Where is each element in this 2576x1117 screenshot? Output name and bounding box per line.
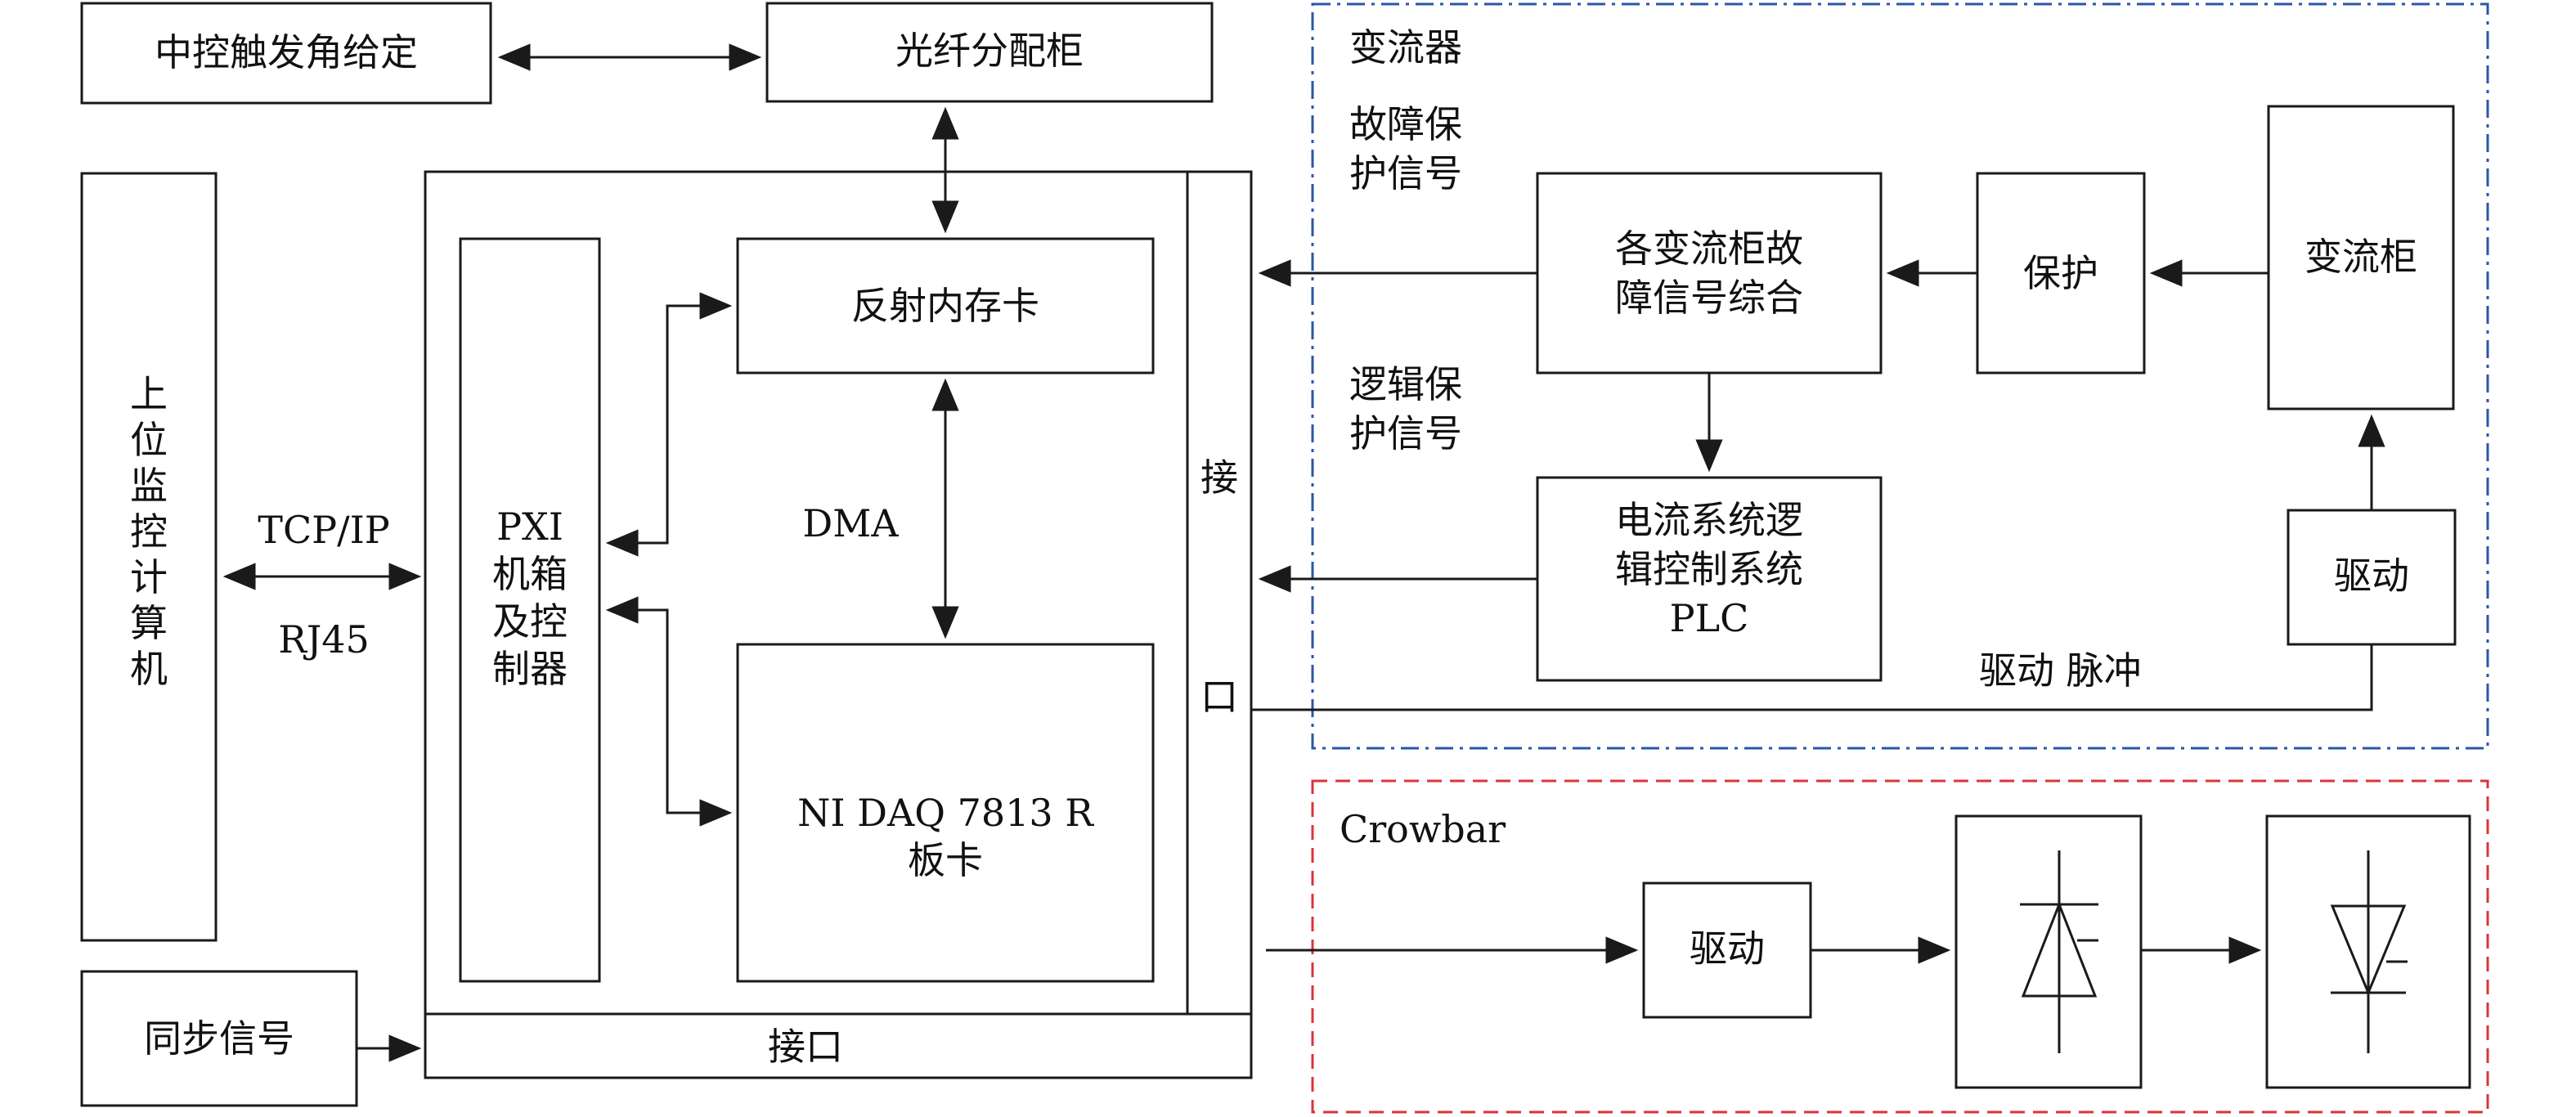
host-computer-char-1: 上 — [130, 372, 168, 416]
plc-line-3: PLC — [1670, 596, 1749, 640]
line-interface-to-drive-pulse — [1251, 644, 2373, 711]
thyristor-block-1 — [1954, 814, 2143, 1089]
rj45-label: RJ45 — [278, 617, 370, 662]
protection-block: 保护 — [1976, 172, 2146, 375]
host-computer-char-7: 机 — [130, 647, 168, 691]
pxi-chassis-line-4: 制器 — [492, 647, 568, 691]
drive-pulse-label: 驱动 脉冲 — [1979, 648, 2142, 693]
thyristor-block-2 — [2265, 814, 2471, 1089]
fault-summary-block: 各变流柜故 障信号综合 — [1536, 172, 1883, 375]
host-computer-char-5: 计 — [130, 555, 168, 599]
plc-line-1: 电流系统逻 — [1615, 498, 1803, 542]
interface-side-char-2: 口 — [1200, 675, 1238, 719]
fiber-cabinet-block: 光纤分配柜 — [765, 2, 1214, 103]
host-computer-char-4: 控 — [130, 509, 168, 554]
interface-side-char-1: 接 — [1200, 455, 1238, 500]
connectors — [222, 43, 2385, 1062]
interface-bottom-label: 接口 — [768, 1025, 843, 1069]
drive-crowbar-label: 驱动 — [1690, 926, 1765, 971]
pxi-chassis-line-2: 机箱 — [492, 552, 568, 596]
pxi-chassis-block: PXI 机箱 及控 制器 — [459, 237, 601, 983]
fiber-cabinet-label: 光纤分配柜 — [895, 29, 1084, 73]
drive-top-label: 驱动 — [2334, 554, 2409, 598]
pxi-chassis-line-1: PXI — [496, 505, 563, 549]
fault-summary-line-1: 各变流柜故 — [1615, 227, 1803, 271]
fault-summary-line-2: 障信号综合 — [1615, 276, 1803, 320]
drive-top-block: 驱动 — [2287, 509, 2457, 646]
dma-label: DMA — [802, 501, 899, 545]
host-computer-char-3: 监 — [130, 464, 168, 508]
sync-signal-label: 同步信号 — [144, 1016, 294, 1061]
host-computer-char-6: 算 — [130, 601, 168, 645]
converter-cabinet-label: 变流柜 — [2304, 235, 2417, 279]
tcp-ip-label: TCP/IP — [258, 508, 389, 552]
sync-signal-block: 同步信号 — [80, 970, 358, 1107]
converter-group-border — [1311, 2, 2489, 750]
fault-protection-signal-line-1: 故障保 — [1349, 102, 1462, 146]
converter-group-title: 变流器 — [1349, 25, 1462, 70]
plc-line-2: 辑控制系统 — [1615, 547, 1803, 591]
daq-card-line-2: 板卡 — [908, 838, 983, 882]
arrow-pxi-daq — [605, 596, 733, 827]
reflective-memory-block: 反射内存卡 — [736, 237, 1155, 375]
central-trigger-block: 中控触发角给定 — [80, 2, 492, 105]
thyristor-symbol-down — [2330, 850, 2408, 1053]
logic-protection-signal-line-2: 护信号 — [1349, 411, 1462, 455]
drive-crowbar-block: 驱动 — [1642, 881, 1812, 1019]
daq-card-line-1: NI DAQ 7813 R — [797, 791, 1094, 835]
logic-protection-signal-line-1: 逻辑保 — [1349, 362, 1462, 406]
central-trigger-label: 中控触发角给定 — [155, 30, 418, 74]
crowbar-group-border — [1311, 779, 2489, 1114]
fault-protection-signal-line-2: 护信号 — [1349, 151, 1462, 195]
host-computer-block: 上 位 监 控 计 算 机 — [80, 172, 218, 942]
host-computer-char-2: 位 — [130, 418, 168, 462]
pxi-chassis-line-3: 及控 — [492, 599, 568, 644]
thyristor-symbol-up — [2020, 850, 2098, 1053]
daq-card-block: NI DAQ 7813 R 板卡 — [736, 643, 1155, 983]
crowbar-group-title: Crowbar — [1340, 807, 1506, 851]
reflective-memory-label: 反射内存卡 — [851, 284, 1039, 328]
interface-side-block — [1186, 170, 1253, 1016]
converter-cabinet-block: 变流柜 — [2267, 105, 2455, 410]
protection-label: 保护 — [2023, 251, 2098, 295]
plc-block: 电流系统逻 辑控制系统 PLC — [1536, 476, 1883, 682]
arrow-pxi-memory — [605, 292, 733, 557]
